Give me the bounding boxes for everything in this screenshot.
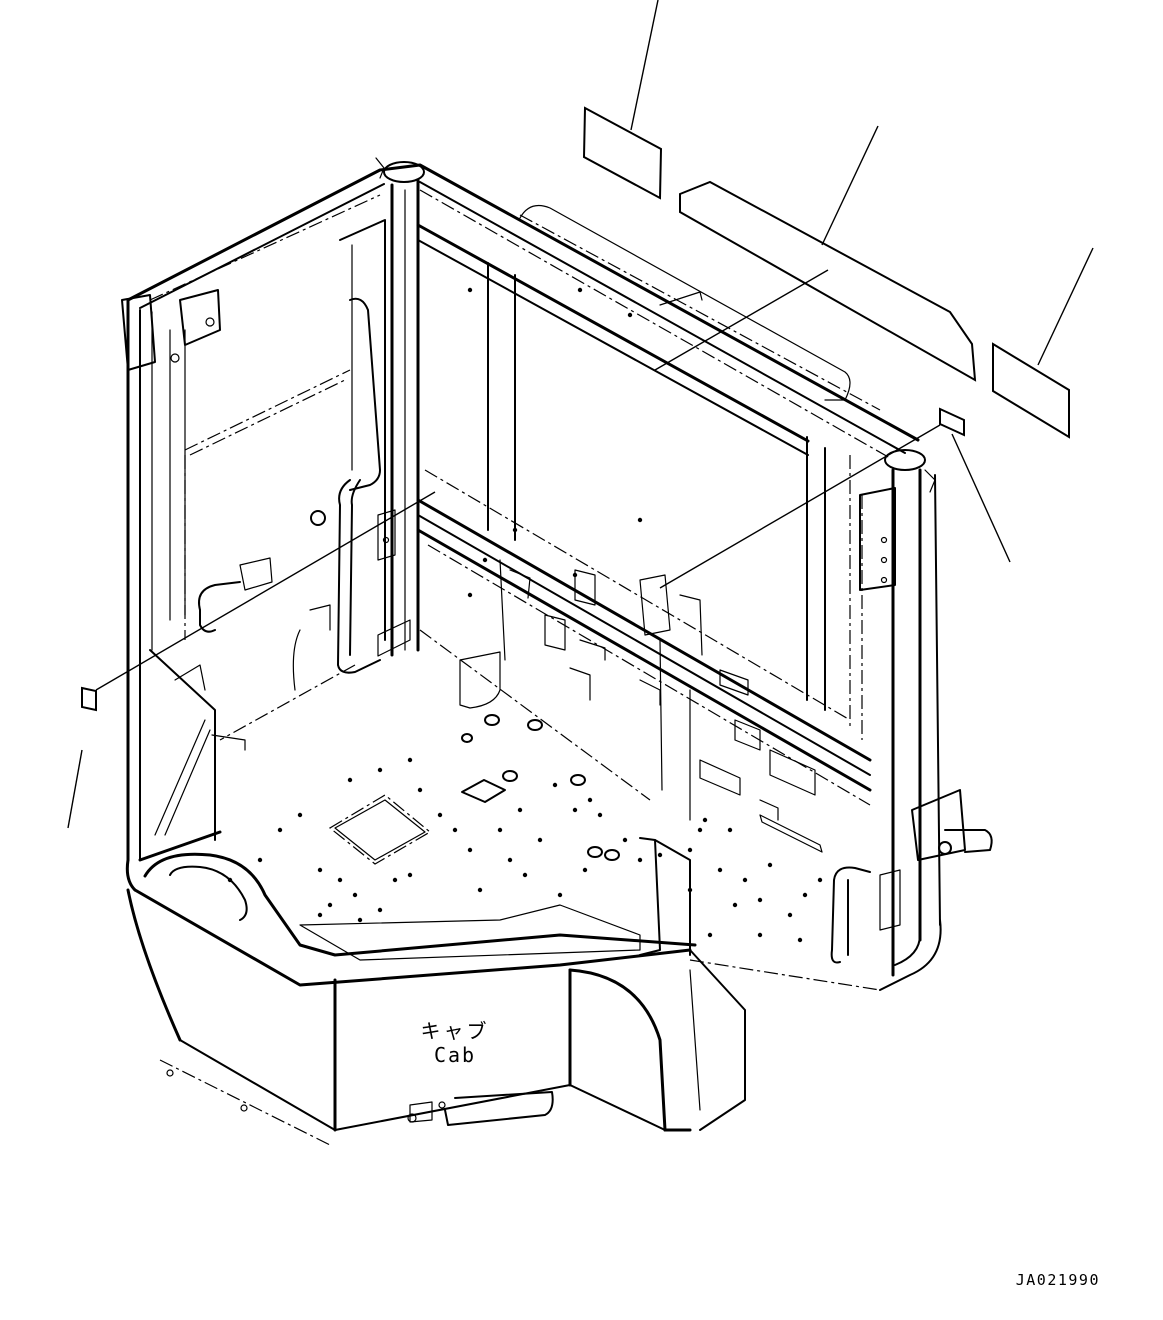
bolt-hole [317, 867, 323, 873]
bolt-hole [337, 877, 343, 883]
bolt-hole [317, 912, 323, 918]
bolt-hole [522, 872, 528, 878]
bolt-hole [572, 572, 578, 578]
bolt-hole [787, 912, 793, 918]
bolt-hole [757, 932, 763, 938]
bolt-hole [482, 557, 488, 563]
bolt-hole [657, 852, 663, 858]
left-front-pillar [121, 289, 351, 862]
bolt-hole [507, 857, 513, 863]
right-rear-pillar [830, 468, 993, 991]
decal-label-3 [992, 247, 1094, 439]
bolt-hole [467, 287, 473, 293]
bolt-hole [702, 817, 708, 823]
bolt-hole [577, 287, 583, 293]
cab-label-jp: キャブ [421, 1019, 490, 1043]
bolt-hole [392, 877, 398, 883]
bolt-hole [687, 847, 693, 853]
bolt-hole [582, 867, 588, 873]
bolt-hole [512, 527, 518, 533]
cab-lower-shell [125, 852, 881, 1146]
bolt-hole [757, 897, 763, 903]
bolt-hole [557, 892, 563, 898]
bolt-hole [552, 782, 558, 788]
bolt-hole [537, 837, 543, 843]
bolt-hole [297, 812, 303, 818]
bolt-hole [717, 867, 723, 873]
drawing-code: JA021990 [1016, 1271, 1100, 1289]
bolt-hole [727, 827, 733, 833]
bolt-hole [257, 857, 263, 863]
bolt-hole [797, 937, 803, 943]
cab-floor [219, 629, 691, 961]
floor-bolt-holes [227, 287, 823, 943]
bolt-hole [817, 877, 823, 883]
bolt-hole [377, 767, 383, 773]
cab-roof-frame [126, 157, 936, 493]
bolt-hole [637, 857, 643, 863]
cab-label-en: Cab [434, 1043, 476, 1067]
bolt-hole [437, 812, 443, 818]
bolt-hole [327, 902, 333, 908]
bolt-hole [622, 837, 628, 843]
bolt-hole [802, 892, 808, 898]
bolt-hole [277, 827, 283, 833]
bolt-hole [707, 932, 713, 938]
bolt-hole [347, 777, 353, 783]
bolt-hole [517, 807, 523, 813]
bolt-hole [687, 887, 693, 893]
decal-label-1 [582, 0, 663, 200]
rear-window-frame [189, 262, 863, 740]
bolt-hole [407, 757, 413, 763]
bolt-hole [597, 812, 603, 818]
bolt-hole [467, 847, 473, 853]
bolt-hole [467, 592, 473, 598]
bolt-hole [637, 517, 643, 523]
decal-label-2-long [654, 125, 977, 382]
bolt-hole [572, 807, 578, 813]
bolt-hole [452, 827, 458, 833]
bolt-hole [697, 827, 703, 833]
bolt-hole [732, 902, 738, 908]
left-door-pillar [337, 178, 420, 674]
bolt-hole [417, 787, 423, 793]
bolt-hole [377, 907, 383, 913]
left-lower-structure [138, 510, 331, 862]
bolt-hole [587, 797, 593, 803]
bolt-hole [352, 892, 358, 898]
bolt-hole [767, 862, 773, 868]
bolt-hole [627, 312, 633, 318]
bolt-hole [407, 872, 413, 878]
bolt-hole [497, 827, 503, 833]
decal-label-4-small [659, 407, 1011, 589]
bolt-hole [357, 917, 363, 923]
rear-wall-structure [416, 498, 872, 853]
bolt-hole [477, 887, 483, 893]
bolt-hole [742, 877, 748, 883]
